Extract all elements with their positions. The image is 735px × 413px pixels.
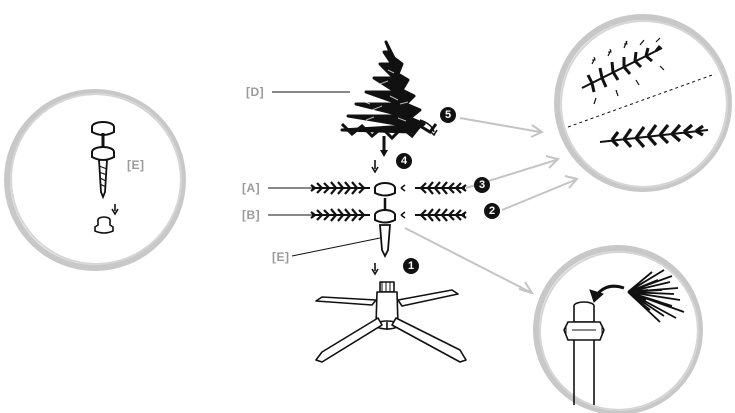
folded-branch-icon xyxy=(600,125,708,147)
stand-collar-icon xyxy=(564,302,604,405)
label-b: [B] xyxy=(242,208,260,222)
branch-tip-icon xyxy=(628,270,684,322)
down-arrow-icon xyxy=(372,160,378,172)
pole-spike-icon xyxy=(380,225,390,256)
branch-tier-a xyxy=(311,182,466,196)
label-d: [D] xyxy=(246,85,264,99)
step-4-badge: 4 xyxy=(396,153,412,169)
label-e-detail: [E] xyxy=(127,158,145,172)
label-a: [A] xyxy=(242,181,260,195)
detail-circle-pole xyxy=(7,92,183,268)
pole-connector-icon xyxy=(92,122,114,197)
step-5-badge: 5 xyxy=(440,107,456,123)
down-arrow-icon xyxy=(372,263,378,274)
fluffed-branch-icon xyxy=(582,38,664,104)
tree-top-icon xyxy=(342,42,436,157)
step-2-badge: 2 xyxy=(484,203,500,219)
end-cap-icon xyxy=(95,217,113,233)
branch-tier-b xyxy=(311,198,466,223)
detail-circle-stand xyxy=(536,248,700,412)
down-arrow-icon xyxy=(112,204,118,214)
label-e: [E] xyxy=(272,250,290,264)
step-1-badge: 1 xyxy=(403,258,419,274)
step-3-badge: 3 xyxy=(474,177,490,193)
curved-arrow-icon xyxy=(590,286,624,302)
tree-stand-icon xyxy=(316,282,466,362)
detail-circle-branches xyxy=(557,17,729,189)
